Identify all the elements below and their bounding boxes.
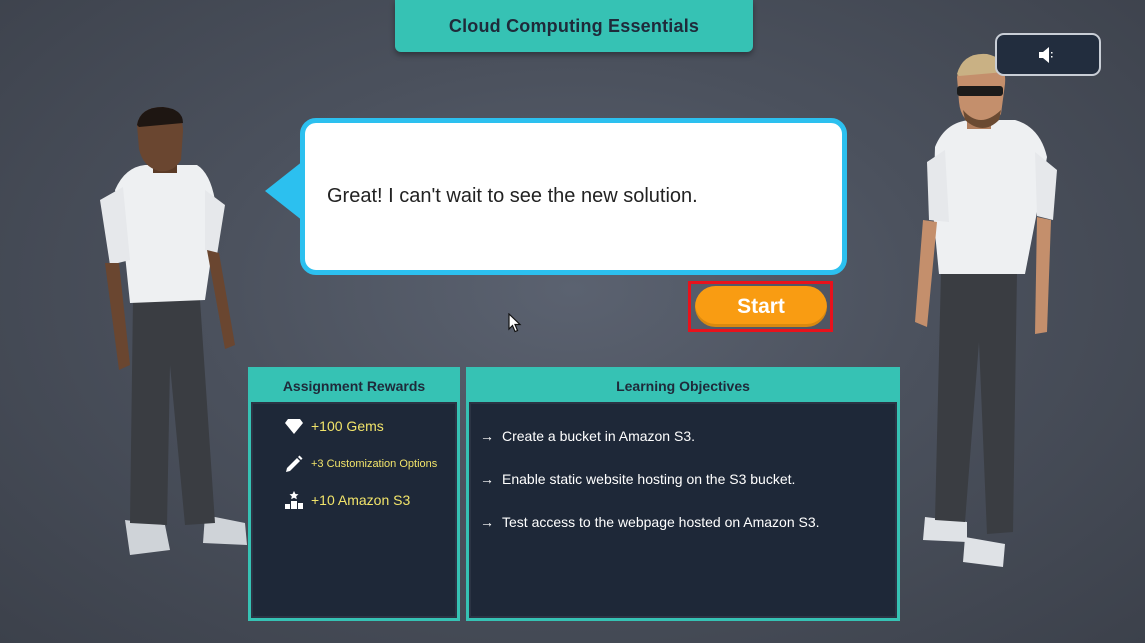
reward-item-gems: +100 Gems: [285, 418, 384, 434]
mouse-cursor-icon: [508, 313, 522, 333]
gem-icon: [285, 419, 303, 434]
character-left: [100, 107, 247, 555]
learning-objectives-panel: Learning Objectives → Create a bucket in…: [466, 367, 900, 621]
dialog-text: Great! I can't wait to see the new solut…: [327, 185, 698, 207]
arrow-right-icon: →: [480, 428, 494, 444]
page-title: Cloud Computing Essentials: [448, 15, 700, 36]
arrow-right-icon: →: [480, 471, 494, 487]
arrow-right-icon: →: [480, 514, 494, 530]
reward-label: +3 Customization Options: [311, 458, 438, 470]
assignment-rewards-panel: Assignment Rewards +100 Gems +3 Customiz…: [248, 367, 460, 621]
reward-item-customization: +3 Customization Options: [285, 455, 437, 473]
objective-item: → Enable static website hosting on the S…: [480, 471, 795, 487]
reward-label: +100 Gems: [311, 418, 384, 434]
objective-text: Create a bucket in Amazon S3.: [502, 428, 695, 444]
objectives-body: → Create a bucket in Amazon S3. → Enable…: [471, 404, 895, 616]
speech-bubble-tail: [265, 161, 303, 221]
title-banner: Cloud Computing Essentials: [395, 0, 753, 52]
objective-text: Enable static website hosting on the S3 …: [502, 471, 796, 487]
objectives-header: Learning Objectives: [469, 370, 897, 402]
podium-icon: [285, 491, 303, 509]
sound-toggle-button[interactable]: [995, 33, 1101, 76]
reward-label: +10 Amazon S3: [311, 492, 411, 508]
character-right: [915, 53, 1057, 567]
speaker-icon: [1039, 46, 1053, 63]
rewards-header: Assignment Rewards: [251, 370, 457, 402]
start-highlight: [688, 281, 833, 332]
speech-bubble: Great! I can't wait to see the new solut…: [300, 118, 847, 275]
objective-text: Test access to the webpage hosted on Ama…: [502, 514, 820, 530]
start-button[interactable]: Start: [695, 286, 827, 327]
reward-item-amazon-s3: +10 Amazon S3: [285, 491, 410, 509]
objective-item: → Create a bucket in Amazon S3.: [480, 428, 695, 444]
objective-item: → Test access to the webpage hosted on A…: [480, 514, 820, 530]
rewards-body: +100 Gems +3 Customization Options +10 A…: [253, 404, 455, 616]
pencil-icon: [286, 455, 303, 472]
